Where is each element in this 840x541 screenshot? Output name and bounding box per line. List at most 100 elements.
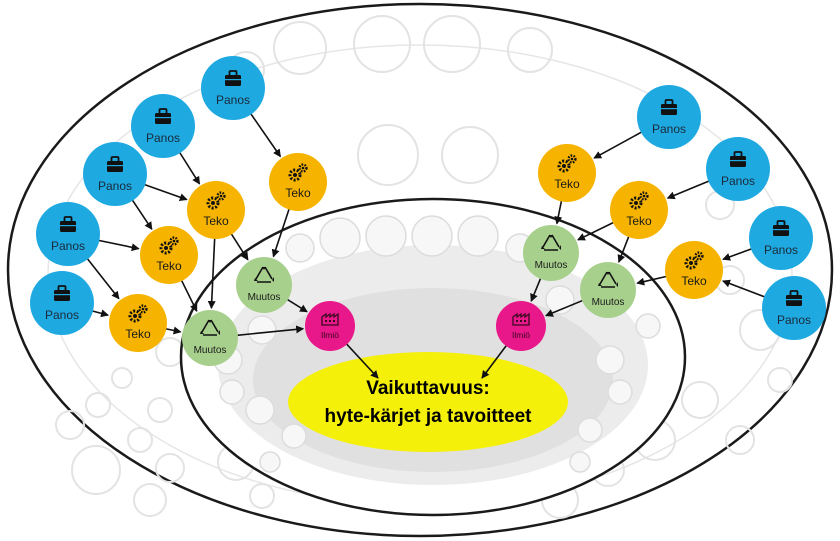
panos-node: Panos: [637, 85, 701, 149]
ilmio-circle: [496, 301, 546, 351]
muutos-circle: [580, 262, 636, 318]
decorative-circle: [319, 217, 361, 259]
panos-circle: [131, 94, 195, 158]
decorative-circle: [219, 379, 245, 405]
teko-circle: [140, 226, 198, 284]
teko-node: Teko: [269, 153, 327, 211]
decorative-circle: [147, 397, 173, 423]
ilmio-circle: [305, 301, 355, 351]
arrow-i1-core: [345, 342, 379, 379]
teko-label: Teko: [626, 214, 652, 228]
arrow-p7-t6: [666, 179, 711, 200]
decorative-circle: [441, 126, 499, 184]
core-subtitle: hyte-kärjet ja tavoitteet: [325, 406, 533, 427]
teko-label: Teko: [125, 327, 151, 341]
teko-label: Teko: [285, 186, 311, 200]
decorative-circle: [111, 367, 133, 389]
panos-node: Panos: [36, 202, 100, 266]
teko-circle: [269, 153, 327, 211]
arrows: [85, 112, 767, 379]
decorative-circle: [635, 313, 661, 339]
panos-circle: [30, 271, 94, 335]
muutos-label: Muutos: [535, 260, 568, 271]
panos-label: Panos: [764, 243, 798, 257]
muutos-node: Muutos: [580, 262, 636, 318]
panos-label: Panos: [721, 174, 755, 188]
teko-node: Teko: [187, 181, 245, 239]
decorative-circle: [85, 392, 111, 418]
core-ellipse: [288, 352, 568, 452]
core-title: Vaikuttavuus:: [366, 378, 490, 399]
teko-label: Teko: [156, 259, 182, 273]
ilmio-node: Ilmiö: [496, 301, 546, 351]
decorative-circle: [725, 425, 755, 455]
decorative-circle: [249, 483, 275, 509]
decorative-circle: [595, 345, 625, 375]
teko-node: Teko: [665, 241, 723, 299]
arrow-p3-t2: [142, 183, 188, 202]
decorative-circle: [577, 417, 603, 443]
decorative-circle: [357, 124, 419, 186]
decorative-circles-inner: [213, 215, 661, 473]
arrow-p6-t5: [593, 130, 644, 159]
decorative-circle: [569, 451, 591, 473]
arrow-t5-m3: [554, 199, 563, 225]
teko-circle: [187, 181, 245, 239]
muutos-label: Muutos: [194, 345, 227, 356]
panos-label: Panos: [146, 131, 180, 145]
muutos-circle: [236, 257, 292, 313]
arrow-p3-t3: [130, 198, 153, 231]
arrow-t6-m3: [577, 221, 616, 241]
decorative-circle: [767, 367, 793, 393]
panos-label: Panos: [216, 93, 250, 107]
decorative-circle: [285, 233, 315, 263]
decorative-circle: [245, 395, 275, 425]
decorative-circle: [607, 379, 633, 405]
panos-node: Panos: [749, 206, 813, 270]
decorative-circle: [247, 315, 277, 345]
panos-circle: [83, 142, 147, 206]
panos-label: Panos: [45, 308, 79, 322]
panos-node: Panos: [706, 137, 770, 201]
panos-label: Panos: [652, 122, 686, 136]
decorative-circle: [133, 483, 167, 517]
arrow-p2-t2: [178, 150, 201, 185]
teko-label: Teko: [681, 274, 707, 288]
arrow-t7-m4: [636, 275, 668, 286]
decorative-circle: [71, 445, 121, 495]
panos-label: Panos: [777, 313, 811, 327]
muutos-label: Muutos: [592, 297, 625, 308]
decorative-circle: [411, 215, 453, 257]
panos-circle: [36, 202, 100, 266]
arrow-t2-m1: [229, 232, 249, 261]
teko-circle: [665, 241, 723, 299]
arrow-p8-t7: [722, 247, 754, 261]
arrow-m1-i1: [285, 298, 308, 313]
panos-node: Panos: [83, 142, 147, 206]
teko-node: Teko: [610, 181, 668, 239]
arrow-t6-m4: [617, 234, 630, 263]
arrow-p4-t3: [97, 239, 140, 252]
panos-circle: [637, 85, 701, 149]
arrow-t3-m2: [180, 278, 198, 312]
panos-node: Panos: [201, 56, 265, 120]
panos-label: Panos: [51, 239, 85, 253]
teko-label: Teko: [203, 214, 229, 228]
teko-circle: [538, 144, 596, 202]
decorative-circle: [365, 215, 407, 257]
arrow-m4-i2: [545, 299, 585, 317]
teko-label: Teko: [554, 177, 580, 191]
muutos-node: Muutos: [182, 310, 238, 366]
arrow-p9-t7: [722, 279, 767, 299]
nodes: PanosPanosPanosPanosPanosPanosPanosPanos…: [30, 56, 826, 366]
decorative-circle: [127, 427, 153, 453]
muutos-label: Muutos: [248, 292, 281, 303]
panos-node: Panos: [30, 271, 94, 335]
teko-node: Teko: [538, 144, 596, 202]
teko-circle: [109, 294, 167, 352]
decorative-circle: [423, 15, 481, 73]
decorative-circle: [507, 27, 553, 73]
decorative-circle: [353, 15, 411, 73]
arrow-t2-m2: [207, 236, 216, 310]
